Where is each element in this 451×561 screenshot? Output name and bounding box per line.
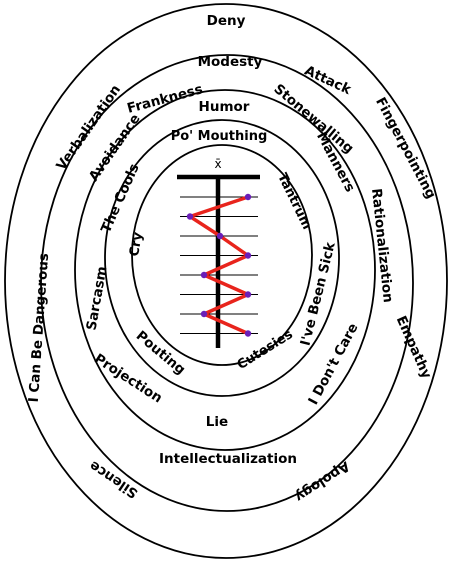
ring-2-word-intellectualization: Intellectualization — [159, 451, 297, 467]
ring-3-word-ive-been-sick: I've Been Sick — [298, 240, 339, 348]
chart-point-7 — [200, 310, 208, 318]
ring-4-word-po-mouthing: Po' Mouthing — [171, 129, 268, 144]
ring-3-word-humor: Humor — [199, 99, 250, 115]
ring-2-word-projection: Projection — [91, 351, 165, 407]
chart-point-8 — [244, 330, 252, 337]
ring-2-word-frankness: Frankness — [125, 81, 204, 117]
ring-2-word-modesty: Modesty — [198, 54, 263, 70]
ring-1-word-deny: Deny — [207, 13, 246, 29]
ring-3-outline — [74, 89, 376, 451]
ring-1-outline — [4, 3, 448, 559]
chart-zigzag-line — [188, 195, 250, 336]
ring-4-outline — [104, 119, 340, 397]
ring-1-word-apology: Apology — [292, 458, 353, 505]
ring-4-word-cry: Cry — [127, 231, 146, 258]
chart-point-2 — [186, 213, 194, 220]
control-chart: x̄ — [177, 157, 260, 348]
ring-1-word-fingerpointing: Fingerpointing — [372, 95, 439, 202]
mean-symbol: x̄ — [214, 157, 221, 171]
ring-1-word-i-can-be-dangerous: I Can Be Dangerous — [26, 253, 52, 403]
ring-2-word-rationalization: Rationalization — [368, 188, 396, 304]
chart-point-6 — [244, 291, 252, 298]
chart-point-1 — [244, 193, 252, 201]
ring-2-outline — [40, 54, 414, 512]
ring-3-word-sarcasm: Sarcasm — [84, 265, 111, 332]
chart-point-4 — [244, 252, 252, 259]
ring-5-outline — [131, 144, 313, 366]
chart-points — [186, 193, 252, 337]
chart-point-5 — [200, 271, 208, 279]
chart-point-3 — [216, 232, 224, 240]
ring-4-word-tantrum: Tantrum — [274, 171, 314, 232]
ring-3-word-lie: Lie — [206, 414, 228, 430]
ring-2-word-attack: Attack — [302, 63, 355, 99]
